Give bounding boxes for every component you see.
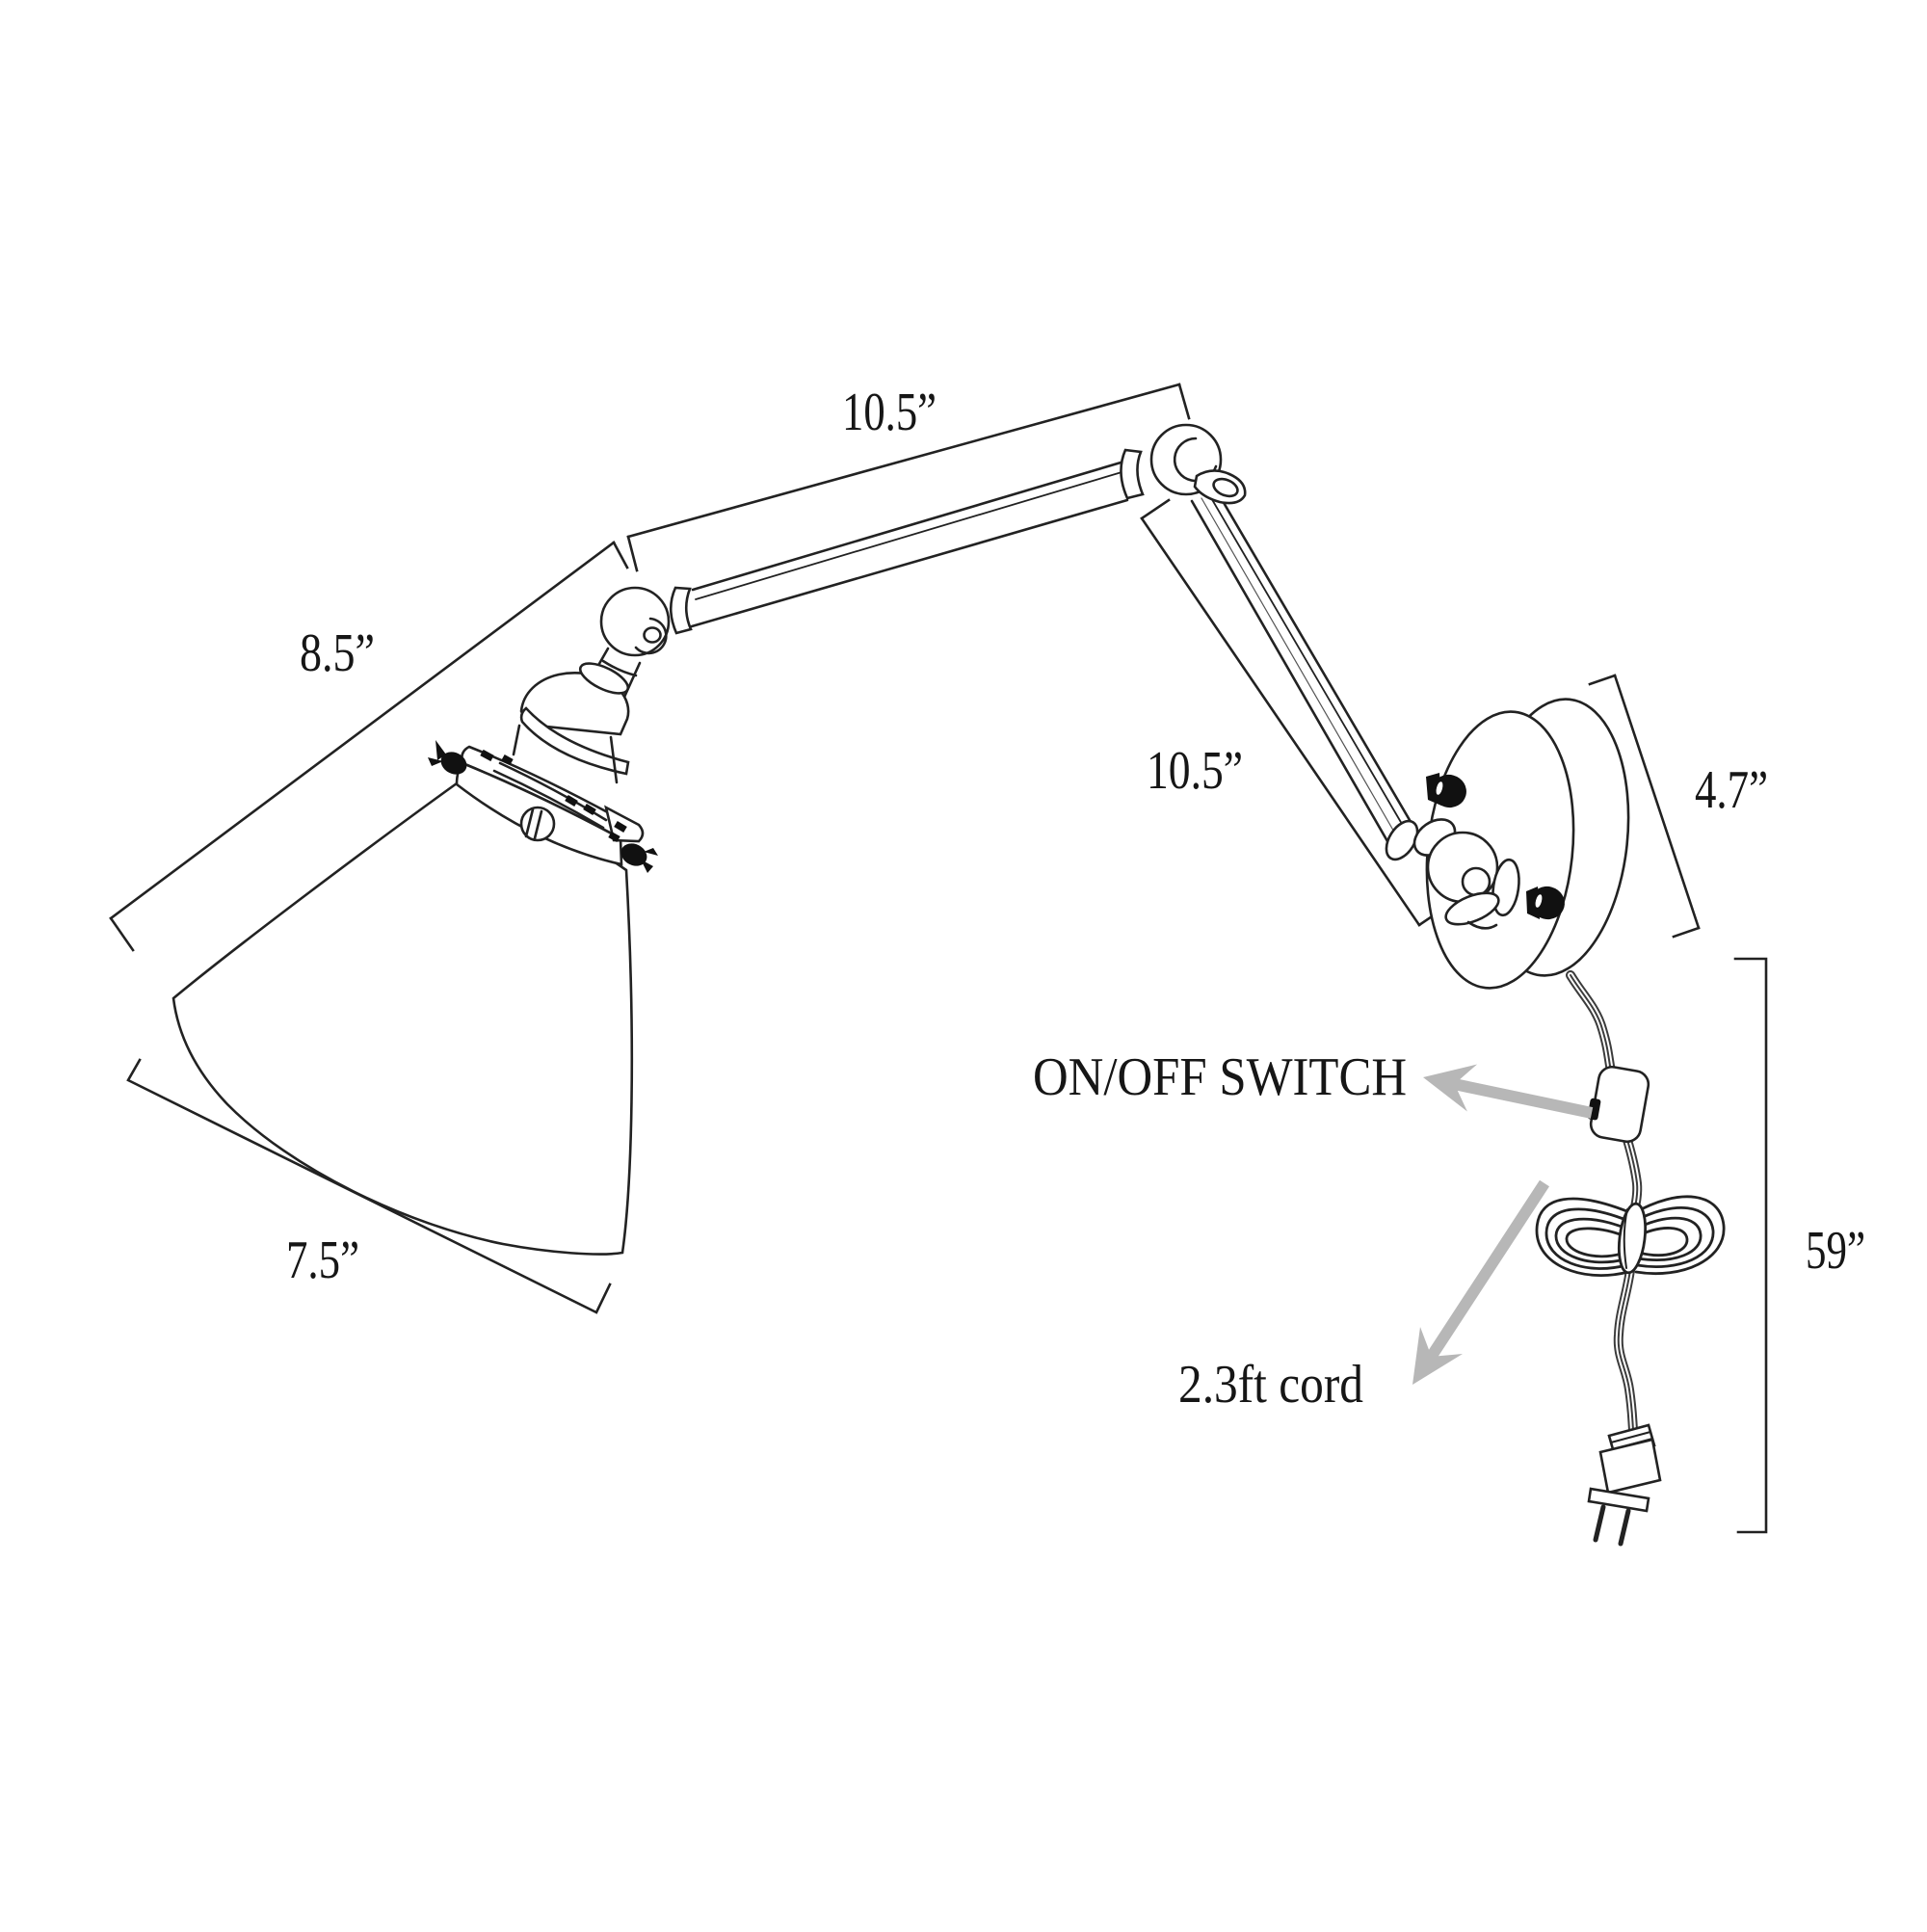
svg-text:ON/OFF SWITCH: ON/OFF SWITCH <box>1033 1047 1407 1107</box>
svg-text:59”: 59” <box>1806 1221 1865 1281</box>
svg-text:8.5”: 8.5” <box>300 623 375 683</box>
svg-text:7.5”: 7.5” <box>286 1231 359 1290</box>
svg-text:10.5”: 10.5” <box>842 383 937 442</box>
svg-text:10.5”: 10.5” <box>1147 741 1243 801</box>
svg-text:2.3ft cord: 2.3ft cord <box>1178 1355 1363 1415</box>
svg-text:4.7”: 4.7” <box>1695 760 1768 820</box>
